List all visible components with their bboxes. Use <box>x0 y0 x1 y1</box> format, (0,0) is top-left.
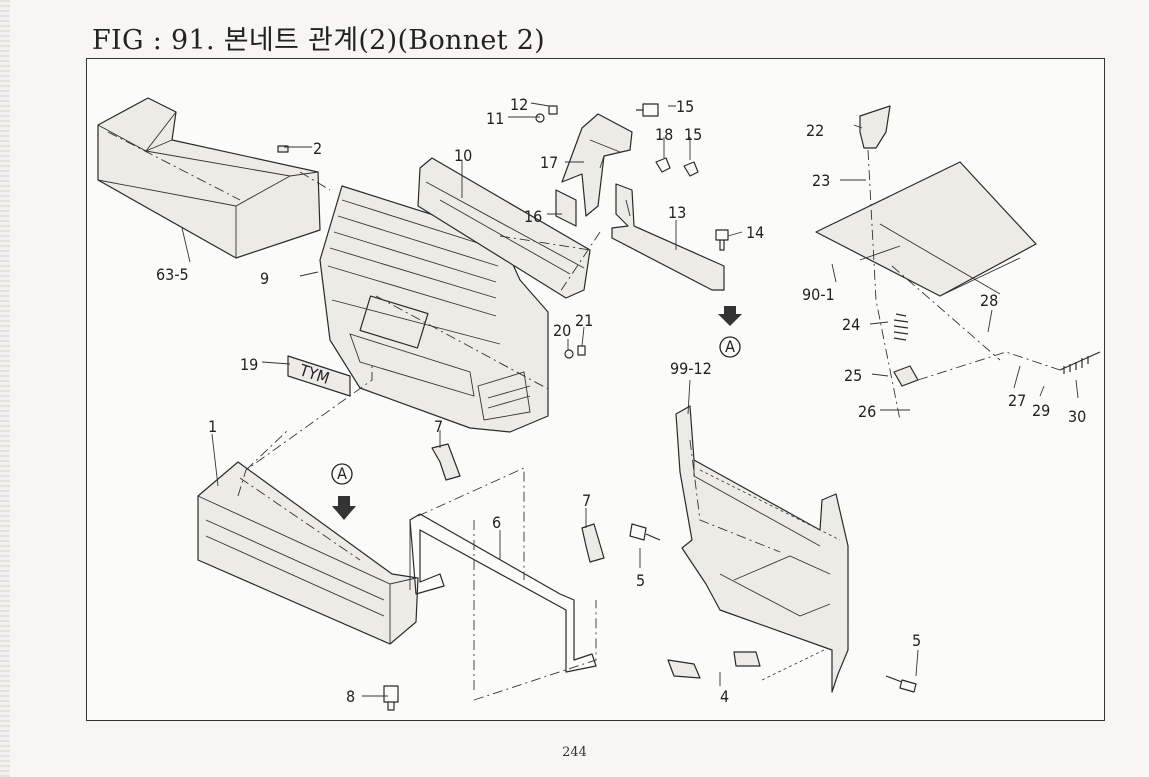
leader-lines <box>181 102 1079 701</box>
callout-16: 16 <box>524 207 542 226</box>
callout-27: 27 <box>1008 391 1026 410</box>
view-marker-a-lower: A <box>331 463 356 520</box>
callout-23: 23 <box>812 171 830 190</box>
part-7-bracket-left <box>431 443 461 481</box>
part-6-frame <box>409 513 597 673</box>
callout-10: 10 <box>454 146 472 165</box>
part-22-handle <box>859 105 891 149</box>
callout-labels: 63-5 2 9 10 11 12 15 18 15 17 16 13 14 1… <box>156 95 1086 706</box>
callout-4: 4 <box>720 687 729 706</box>
callout-6: 6 <box>492 513 501 532</box>
callout-26: 26 <box>858 402 876 421</box>
callout-2: 2 <box>313 139 322 158</box>
part-7-bracket-right <box>581 523 605 563</box>
callout-9: 9 <box>260 269 269 288</box>
part-5-bolt-right <box>885 675 917 693</box>
part-90-1-hood-corner <box>815 161 1037 297</box>
part-30-spring <box>1059 351 1101 374</box>
callout-5-right: 5 <box>912 631 921 650</box>
callout-63-5: 63-5 <box>156 265 189 284</box>
callout-21: 21 <box>575 311 593 330</box>
callout-22: 22 <box>806 121 824 140</box>
callout-7-left: 7 <box>434 417 443 436</box>
badge-tym-text: TYM <box>296 360 331 388</box>
page-number: 244 <box>562 745 587 760</box>
callout-1: 1 <box>208 417 217 436</box>
part-5-bolt-left <box>629 523 661 541</box>
callout-24: 24 <box>842 315 860 334</box>
part-fasteners-upper <box>535 103 729 359</box>
callout-19: 19 <box>240 355 258 374</box>
callout-25: 25 <box>844 366 862 385</box>
callout-5-left: 5 <box>636 571 645 590</box>
callout-90-1: 90-1 <box>802 285 835 304</box>
part-99-12-support-frame <box>667 405 849 693</box>
callout-13: 13 <box>668 203 686 222</box>
callout-12: 12 <box>510 95 528 114</box>
callout-15-mid: 15 <box>684 125 702 144</box>
callout-8: 8 <box>346 687 355 706</box>
callout-99-12: 99-12 <box>670 359 712 378</box>
callout-7-right: 7 <box>582 491 591 510</box>
callout-17: 17 <box>540 153 558 172</box>
part-19-tym-badge: TYM <box>287 355 351 397</box>
view-marker-a-upper: A <box>718 306 742 358</box>
part-17-hinge-bracket <box>555 113 633 227</box>
callout-30: 30 <box>1068 407 1086 426</box>
figure-title: FIG : 91. 본네트 관계(2)(Bonnet 2) <box>92 25 546 56</box>
svg-text:A: A <box>725 337 735 356</box>
callout-20: 20 <box>553 321 571 340</box>
callout-14: 14 <box>746 223 764 242</box>
part-25-catch <box>893 365 919 387</box>
part-13-bracket <box>611 183 725 291</box>
callout-18: 18 <box>655 125 673 144</box>
part-63-5-top-cover <box>97 97 321 259</box>
part-1-front-bumper <box>197 461 419 645</box>
callout-29: 29 <box>1032 401 1050 420</box>
part-24-spring <box>893 313 909 341</box>
part-8-bolt <box>383 685 399 711</box>
callout-28: 28 <box>980 291 998 310</box>
page-binding-edge <box>0 0 10 777</box>
part-2-clip <box>277 145 289 153</box>
callout-15-top: 15 <box>676 97 694 116</box>
callout-11: 11 <box>486 109 504 128</box>
svg-text:A: A <box>337 464 347 483</box>
